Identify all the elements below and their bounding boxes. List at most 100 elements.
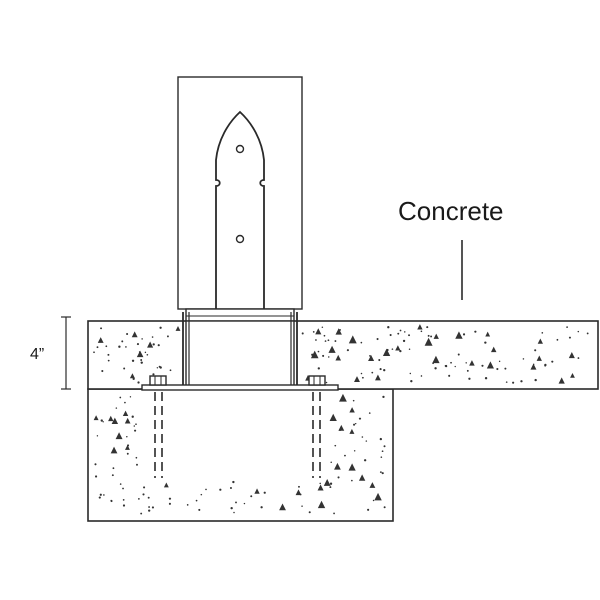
aggregate-dot	[520, 380, 523, 383]
aggregate-dot	[324, 340, 327, 342]
aggregate-dot	[354, 422, 357, 425]
aggregate-dot	[468, 377, 471, 380]
aggregate-dot	[136, 343, 139, 346]
aggregate-stone	[348, 463, 356, 471]
aggregate-stone	[310, 350, 319, 359]
aggregate-dot	[389, 333, 392, 337]
aggregate-dot	[367, 508, 370, 511]
aggregate-dot	[427, 334, 430, 337]
aggregate-dot	[444, 364, 447, 367]
aggregate-dot	[496, 367, 499, 371]
aggregate-dot	[334, 340, 337, 342]
aggregate-dot	[329, 482, 333, 485]
aggregate-stone	[485, 331, 491, 337]
aggregate-dot	[98, 496, 101, 499]
aggregate-dot	[298, 485, 300, 488]
aggregate-dot	[330, 461, 332, 464]
aggregate-dot	[381, 450, 384, 453]
dimension-label: 4”	[30, 346, 44, 363]
aggregate-dot	[93, 351, 95, 354]
aggregate-dot	[96, 346, 99, 349]
aggregate-stone	[335, 354, 342, 361]
aggregate-dot	[142, 493, 145, 496]
aggregate-dot	[381, 472, 384, 475]
aggregate-dot	[317, 350, 320, 353]
aggregate-dot	[454, 365, 456, 368]
aggregate-dot	[457, 353, 460, 356]
aggregate-stone	[147, 341, 154, 348]
aggregate-dot	[448, 374, 451, 377]
aggregate-dot	[505, 381, 508, 383]
aggregate-dot	[325, 381, 328, 384]
aggregate-dot	[118, 345, 121, 348]
aggregate-stone	[369, 482, 376, 488]
aggregate-dot	[195, 499, 198, 502]
aggregate-stone	[279, 503, 286, 511]
concrete-slab	[87, 320, 599, 390]
aggregate-stone	[349, 407, 355, 413]
aggregate-dot	[383, 445, 386, 448]
slab-thickness-dimension: 4”	[30, 316, 71, 390]
aggregate-dot	[147, 496, 150, 499]
aggregate-dot	[327, 339, 330, 342]
aggregate-dot	[121, 340, 124, 343]
aggregate-dot	[129, 396, 132, 398]
aggregate-dot	[131, 415, 134, 418]
aggregate-dot	[115, 407, 118, 409]
aggregate-dot	[333, 512, 335, 515]
aggregate-stone	[111, 417, 119, 425]
aggregate-dot	[351, 479, 353, 482]
aggregate-dot	[577, 330, 580, 333]
aggregate-dot	[369, 354, 371, 357]
aggregate-dot	[312, 330, 315, 333]
aggregate-dot	[136, 463, 138, 466]
aggregate-stone	[490, 346, 497, 353]
aggregate-dot	[408, 348, 411, 350]
aggregate-dot	[168, 497, 172, 500]
aggregate-dot	[152, 373, 155, 376]
aggregate-dot	[380, 456, 383, 458]
aggregate-dot	[103, 494, 105, 496]
aggregate-dot	[484, 377, 488, 380]
aggregate-dot	[358, 417, 362, 420]
aggregate-dot	[434, 367, 437, 370]
aggregate-stone	[131, 331, 138, 338]
aggregate-dot	[105, 345, 108, 348]
aggregate-dot	[111, 474, 114, 477]
aggregate-dot	[353, 450, 356, 452]
aggregate-stone	[129, 373, 135, 379]
aggregate-dot	[321, 326, 324, 328]
aggregate-stone	[329, 413, 337, 421]
aggregate-stone	[375, 374, 381, 381]
aggregate-stone	[433, 333, 439, 339]
aggregate-dot	[466, 369, 469, 372]
aggregate-stone	[558, 377, 565, 384]
aggregate-dot	[315, 339, 317, 341]
aggregate-dot	[230, 506, 233, 510]
aggregate-stone	[175, 326, 181, 331]
aggregate-stone	[335, 328, 342, 335]
aggregate-dot	[410, 380, 413, 383]
aggregate-dot	[198, 508, 201, 511]
aggregate-stone	[469, 360, 475, 366]
aggregate-dot	[301, 505, 303, 507]
aggregate-dot	[323, 334, 326, 337]
aggregate-stone	[358, 474, 366, 481]
aggregate-dot	[200, 493, 203, 496]
aggregate-dot	[151, 336, 154, 338]
aggregate-stone	[328, 345, 336, 353]
aggregate-dot	[399, 329, 402, 332]
aggregate-dot	[360, 341, 363, 344]
concrete-label: Concrete	[398, 196, 504, 226]
aggregate-dot	[430, 335, 433, 338]
concrete-footing	[87, 388, 394, 522]
aggregate-dot	[126, 446, 129, 449]
aggregate-dot	[379, 471, 382, 474]
aggregate-stone	[97, 337, 104, 343]
aggregate-stone	[348, 335, 357, 344]
aggregate-dot	[372, 499, 375, 502]
anchor-base-plate	[141, 308, 339, 391]
aggregate-stone	[382, 348, 391, 357]
aggregate-dot	[148, 509, 151, 512]
aggregate-dot	[382, 395, 385, 399]
